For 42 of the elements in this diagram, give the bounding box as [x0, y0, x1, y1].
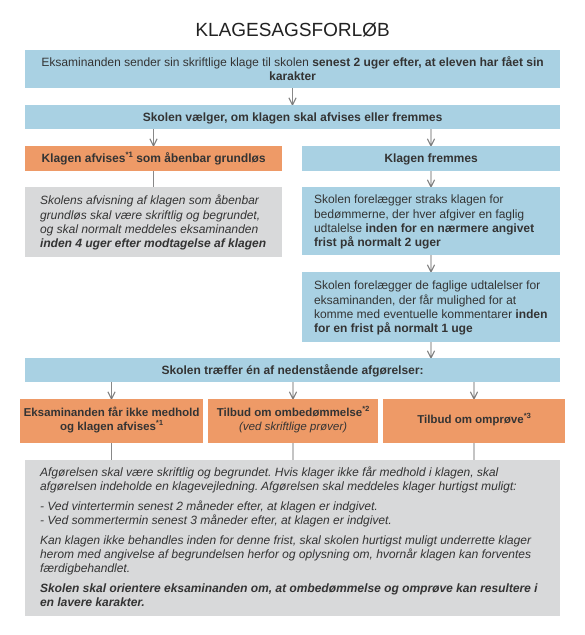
note-box	[25, 460, 560, 616]
process-box	[25, 358, 560, 382]
node-text: Eksaminanden sender sin skriftlige klage til skolen senest 2 uger efter, at eleven har fået sin karakter	[40, 54, 545, 84]
node-text: Skolen forelægger straks klagen for bedømmerne, der hver afgiver en faglig udtalelse inden for en nærmere angivet frist på normalt 2 uger	[314, 192, 536, 250]
process-box	[302, 146, 560, 171]
outcome-box	[25, 146, 282, 171]
node-text: Klagen fremmes	[383, 151, 479, 166]
node-text: Skolen træffer én af nedenstående afgørelser:	[160, 362, 425, 378]
node-text: - Ved sommertermin senest 3 måneder efter, at klagen er indgivet.	[40, 513, 393, 528]
node-text: Skolen forelægger de faglige udtalelser for eksaminanden, der får mulighed for at komme med eventuelle kommentarer inden for en frist på normalt 1 uge	[314, 278, 548, 336]
node-text: Klagen afvises$^{*1}$ som åbenbar grundløs	[40, 151, 267, 166]
arrow	[288, 88, 297, 106]
arrow	[426, 254, 436, 273]
process-box	[25, 50, 560, 88]
outcome-box	[383, 399, 565, 443]
outcome-box	[20, 399, 203, 443]
node-text: Skolens afvisning af klagen som åbenbar grundløs skal være skriftlig og begrundet, og skal normalt meddeles eksaminanden inden 4 uger efter modtagelse af klagen	[40, 193, 268, 251]
note-box	[25, 187, 282, 257]
arrow	[426, 342, 436, 359]
node-text: Tilbud om omprøve$^{*3}$	[416, 414, 532, 428]
connector-line	[111, 442, 112, 460]
node-text: (ved skriftlige prøver)	[238, 421, 348, 435]
arrow	[426, 128, 436, 147]
arrow	[149, 128, 158, 147]
node-text: Skolen vælger, om klagen skal afvises eller fremmes	[142, 110, 444, 124]
arrow	[288, 382, 298, 400]
node-text: Skolen skal orientere eksaminanden om, at ombedømmelse og omprøve kan resultere i en lavere karakter.	[40, 580, 539, 610]
node-text: Tilbud om ombedømmelse$^{*2}$	[216, 407, 370, 421]
connector-line	[153, 170, 154, 188]
process-box	[25, 105, 560, 129]
process-box	[302, 187, 560, 255]
arrow	[470, 382, 478, 400]
node-text: Afgørelsen skal være skriftlig og begrundet. Hvis klager ikke får medhold i klagen, skal afgørelsen indeholde en klagevejledning. Afgørelsen skal meddeles klager hurtigst muligt:	[40, 465, 518, 494]
node-text: Kan klagen ikke behandles inden for denne frist, skal skolen hurtigst muligt underrette klager herom med angivelse af begrundelsen herfor og oplysning om, hvornår klagen kan forventes færdigbehandlet.	[40, 532, 532, 576]
process-box	[302, 272, 560, 342]
arrow	[426, 170, 436, 188]
outcome-box	[208, 399, 378, 443]
node-text: - Ved vintertermin senest 2 måneder efter, at klagen er indgivet.	[40, 498, 379, 514]
arrow	[107, 382, 116, 400]
connector-line	[292, 442, 294, 460]
node-text: Eksaminanden får ikke medhold og klagen afvises$^{*1}$	[23, 407, 200, 435]
diagram-title: KLAGESAGSFORLØB	[194, 20, 391, 42]
